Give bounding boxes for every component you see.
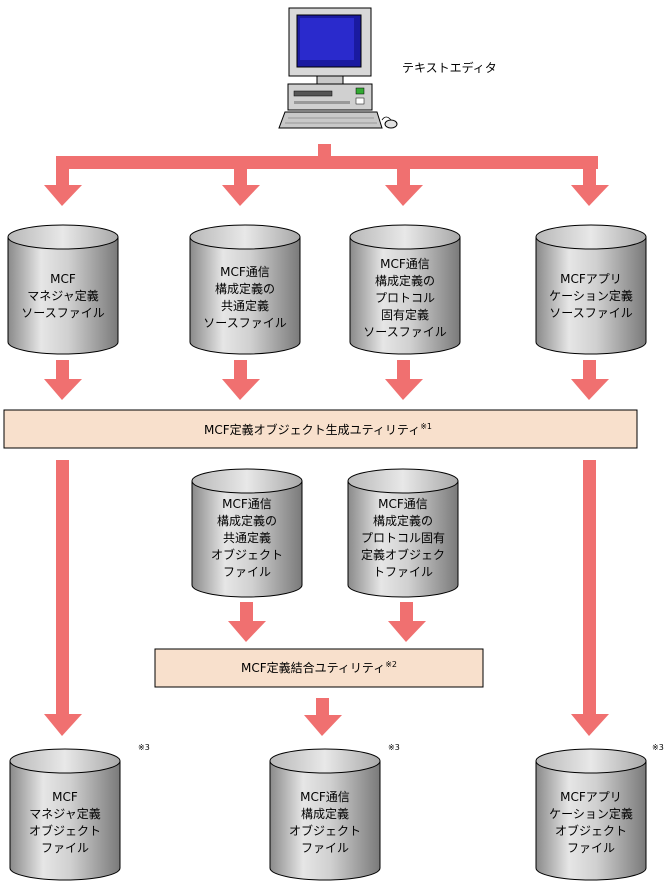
- cyl-line: MCFアプリ: [560, 272, 622, 286]
- cyl-line: オブジェクト: [555, 823, 627, 838]
- svg-text:MCFアプリケーション定義ソースファイル: MCFアプリケーション定義ソースファイル: [549, 272, 633, 320]
- cyl-line: 構成定義の: [373, 513, 433, 528]
- computer-icon: [278, 7, 398, 129]
- cyl-line: 定義オブジェク: [361, 547, 445, 562]
- output-note: ※3: [138, 743, 150, 752]
- arrows-to-utility2: [228, 602, 426, 642]
- output-file-communication-object: MCF通信構成定義オブジェクトファイル: [269, 748, 381, 881]
- cyl-line: ソースファイル: [21, 306, 104, 320]
- cyl-line: ファイル: [567, 841, 615, 855]
- source-file-protocol-definition: MCF通信構成定義のプロトコル固有定義ソースファイル: [349, 224, 461, 355]
- cyl-line: ファイル: [41, 841, 89, 855]
- utility1-label: MCF定義オブジェクト生成ユティリティ: [204, 422, 420, 437]
- cyl-line: マネジャ定義: [27, 288, 98, 303]
- svg-text:MCF定義オブジェクト生成ユティリティ※1: MCF定義オブジェクト生成ユティリティ※1: [204, 422, 432, 437]
- svg-text:MCF通信構成定義の共通定義ソースファイル: MCF通信構成定義の共通定義ソースファイル: [203, 265, 286, 330]
- cyl-line: 共通定義: [223, 530, 271, 545]
- output-file-application-object: MCFアプリケーション定義オブジェクトファイル: [535, 748, 647, 881]
- cyl-line: 構成定義の: [215, 281, 275, 296]
- arrow-utility2-to-output: [304, 698, 342, 736]
- utility1-note: ※1: [420, 422, 432, 431]
- cyl-line: 共通定義: [221, 298, 269, 313]
- utility2-note: ※2: [385, 660, 397, 669]
- cyl-line: ソースファイル: [203, 316, 286, 330]
- cyl-line: 構成定義: [301, 806, 349, 821]
- cyl-line: オブジェクト: [29, 823, 101, 838]
- cyl-line: MCF: [50, 272, 76, 286]
- svg-text:MCF通信構成定義のプロトコル固有定義オブジェクトファイル: MCF通信構成定義のプロトコル固有定義オブジェクトファイル: [361, 497, 445, 579]
- intermediate-file-common-object: MCF通信構成定義の共通定義オブジェクトファイル: [191, 468, 303, 598]
- source-file-application-definition: MCFアプリケーション定義ソースファイル: [535, 224, 647, 355]
- cyl-line: MCF通信: [380, 257, 430, 271]
- cyl-line: 構成定義の: [375, 273, 435, 288]
- cyl-line: ファイル: [301, 841, 349, 855]
- svg-text:MCFアプリケーション定義オブジェクトファイル: MCFアプリケーション定義オブジェクトファイル: [549, 790, 633, 855]
- long-arrows: [44, 460, 609, 736]
- utility2-box: MCF定義結合ユティリティ※2: [154, 648, 484, 688]
- cyl-line: ファイル: [223, 565, 271, 579]
- source-file-mcf-manager: MCF マネジャ定義ソースファイル: [7, 224, 119, 355]
- cyl-line: マネジャ定義: [29, 806, 100, 821]
- cyl-line: 構成定義の: [217, 513, 277, 528]
- cyl-line: プロトコル: [375, 291, 435, 305]
- text-editor-label: テキストエディタ: [402, 60, 497, 75]
- cyl-line: ソースファイル: [363, 325, 446, 339]
- svg-text:MCF通信構成定義のプロトコル固有定義ソースファイル: MCF通信構成定義のプロトコル固有定義ソースファイル: [363, 257, 446, 339]
- output-file-mcf-manager-object: MCF マネジャ定義オブジェクトファイル: [9, 748, 121, 881]
- cyl-line: オブジェクト: [289, 823, 361, 838]
- cyl-line: 固有定義: [381, 307, 429, 322]
- output-note: ※3: [388, 743, 400, 752]
- cyl-line: MCF通信: [300, 790, 350, 804]
- utility1-box: MCF定義オブジェクト生成ユティリティ※1: [3, 409, 638, 449]
- cyl-line: MCF通信: [378, 497, 428, 511]
- output-note: ※3: [652, 743, 664, 752]
- cyl-line: MCF通信: [220, 265, 270, 279]
- cyl-line: オブジェクト: [211, 547, 283, 562]
- intermediate-file-protocol-object: MCF通信構成定義のプロトコル固有定義オブジェクトファイル: [347, 468, 459, 598]
- cyl-line: トファイル: [373, 565, 433, 579]
- cyl-line: プロトコル固有: [361, 531, 445, 545]
- svg-text:MCF定義結合ユティリティ※2: MCF定義結合ユティリティ※2: [241, 660, 397, 675]
- cyl-line: MCFアプリ: [560, 790, 622, 804]
- utility2-label: MCF定義結合ユティリティ: [241, 660, 385, 675]
- svg-text:MCF通信構成定義の共通定義オブジェクトファイル: MCF通信構成定義の共通定義オブジェクトファイル: [211, 497, 283, 579]
- svg-text:MCF通信構成定義オブジェクトファイル: MCF通信構成定義オブジェクトファイル: [289, 790, 361, 855]
- cyl-line: ソースファイル: [549, 306, 632, 320]
- cyl-line: ケーション定義: [549, 806, 633, 821]
- source-file-common-definition: MCF通信構成定義の共通定義ソースファイル: [189, 224, 301, 355]
- distribution-arrows: [44, 144, 609, 206]
- cyl-line: MCF: [52, 790, 78, 804]
- cyl-line: ケーション定義: [549, 288, 633, 303]
- arrows-to-utility1: [44, 360, 609, 400]
- cyl-line: MCF通信: [222, 497, 272, 511]
